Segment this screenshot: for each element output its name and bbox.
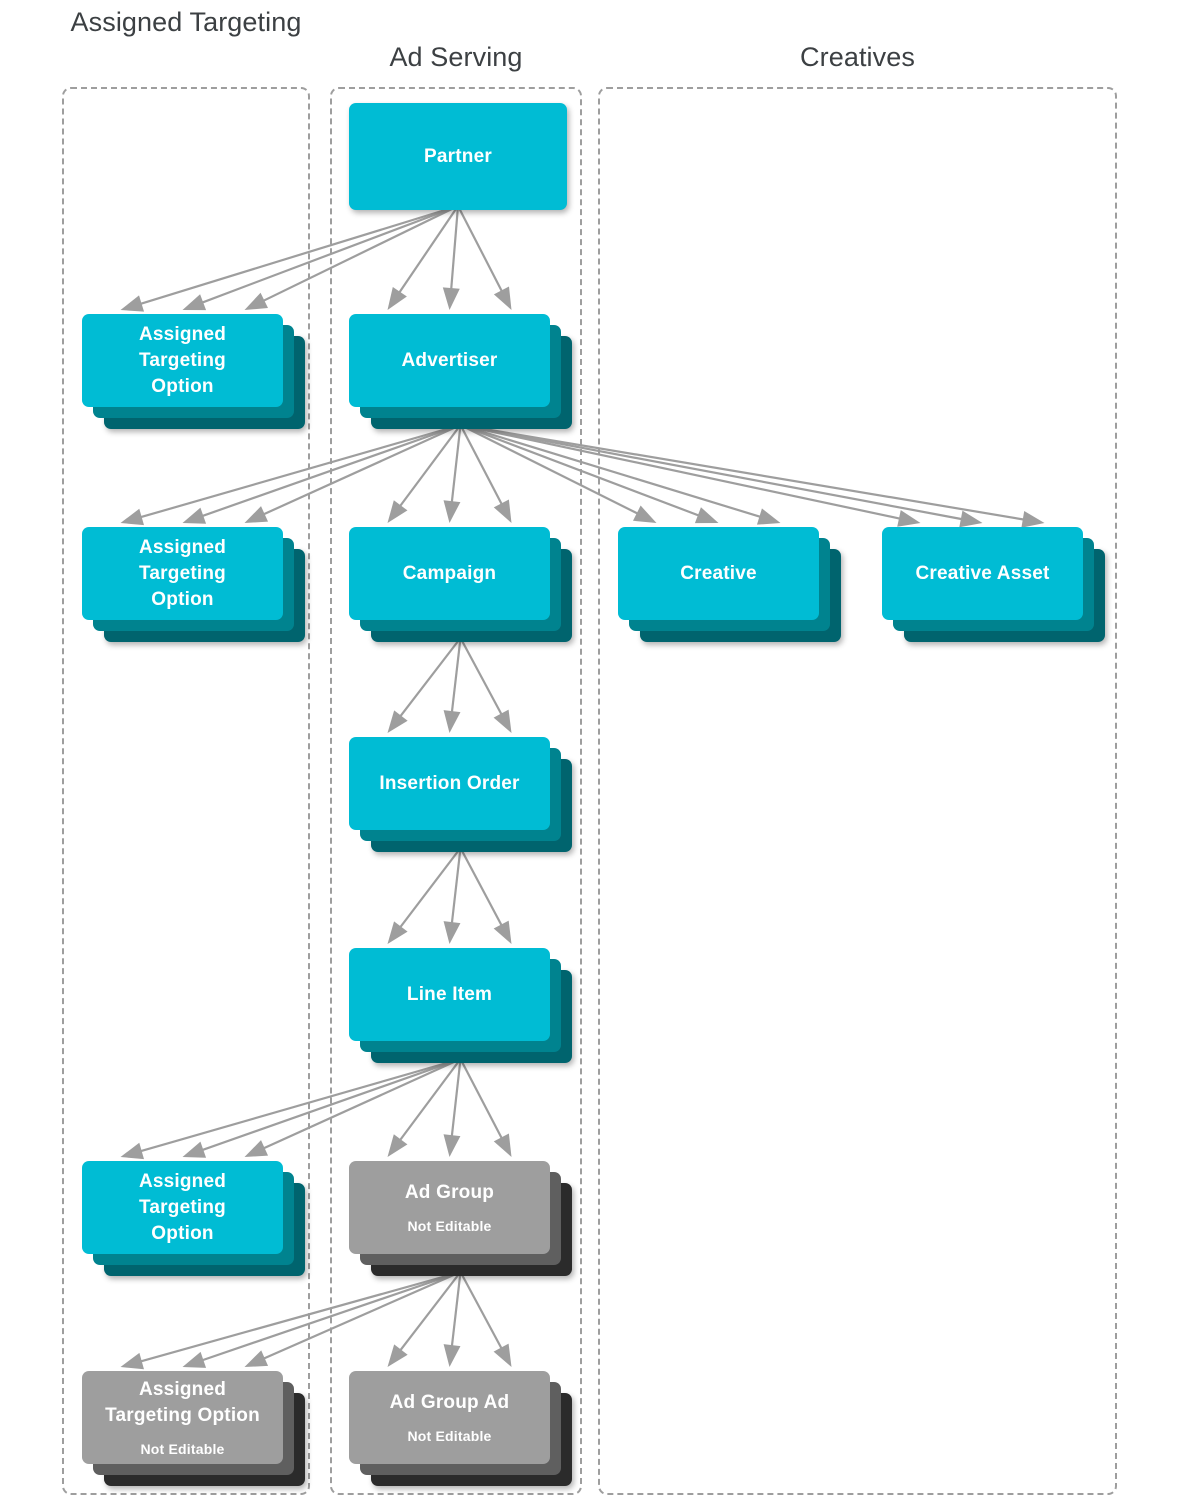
node-ato-line-item-label: Assigned Targeting Option xyxy=(138,1170,227,1244)
node-campaign-card[interactable]: Campaign xyxy=(349,527,550,620)
node-creative-asset-label: Creative Asset xyxy=(915,562,1050,584)
node-creative-label: Creative xyxy=(680,562,757,584)
node-advertiser[interactable]: Advertiser xyxy=(349,314,572,429)
node-advertiser-label: Advertiser xyxy=(401,349,498,371)
node-creative-card[interactable]: Creative xyxy=(618,527,819,620)
node-creative-asset[interactable]: Creative Asset xyxy=(882,527,1105,642)
node-ato-partner-card[interactable]: Assigned Targeting Option xyxy=(82,314,283,407)
column-title-assigned-targeting: Assigned Targeting xyxy=(70,7,302,37)
node-insertion-order[interactable]: Insertion Order xyxy=(349,737,572,852)
node-campaign[interactable]: Campaign xyxy=(349,527,572,642)
node-advertiser-card[interactable]: Advertiser xyxy=(349,314,550,407)
node-ad-group-ad-label: Ad Group Ad xyxy=(389,1392,510,1413)
node-insertion-order-card[interactable]: Insertion Order xyxy=(349,737,550,830)
node-ad-group-ad-card[interactable]: Ad Group Ad Not Editable xyxy=(349,1371,550,1464)
node-ad-group-label: Ad Group xyxy=(404,1182,495,1203)
node-ato-partner[interactable]: Assigned Targeting Option xyxy=(82,314,305,429)
column-container-assigned-targeting xyxy=(62,87,310,1495)
node-ato-advertiser[interactable]: Assigned Targeting Option xyxy=(82,527,305,642)
node-ad-group-ad[interactable]: Ad Group Ad Not Editable xyxy=(349,1371,572,1486)
node-ad-group-ad-not-editable-label: Not Editable xyxy=(407,1428,492,1444)
column-title-creatives: Creatives xyxy=(800,42,915,72)
node-insertion-order-label: Insertion Order xyxy=(379,772,520,794)
node-ato-line-item-card[interactable]: Assigned Targeting Option xyxy=(82,1161,283,1254)
node-campaign-label: Campaign xyxy=(402,562,497,584)
node-ato-advertiser-card[interactable]: Assigned Targeting Option xyxy=(82,527,283,620)
node-line-item[interactable]: Line Item xyxy=(349,948,572,1063)
column-container-creatives xyxy=(598,87,1117,1495)
node-ato-line-item[interactable]: Assigned Targeting Option xyxy=(82,1161,305,1276)
node-ato-partner-label: Assigned Targeting Option xyxy=(138,323,227,397)
node-partner[interactable]: Partner xyxy=(349,103,567,210)
node-partner-label: Partner xyxy=(424,145,492,167)
node-partner-card[interactable]: Partner xyxy=(349,103,567,210)
column-container-ad-serving xyxy=(330,87,582,1495)
node-ato-advertiser-label: Assigned Targeting Option xyxy=(138,536,227,610)
node-line-item-label: Line Item xyxy=(406,983,493,1005)
column-title-ad-serving: Ad Serving xyxy=(389,42,523,72)
node-ato-ad-group-not-editable-label: Not Editable xyxy=(140,1441,225,1457)
node-creative-asset-card[interactable]: Creative Asset xyxy=(882,527,1083,620)
node-line-item-card[interactable]: Line Item xyxy=(349,948,550,1041)
node-ato-ad-group-label: Assigned Targeting Option xyxy=(105,1379,260,1426)
node-ad-group-not-editable-label: Not Editable xyxy=(407,1218,492,1234)
node-creative[interactable]: Creative xyxy=(618,527,841,642)
